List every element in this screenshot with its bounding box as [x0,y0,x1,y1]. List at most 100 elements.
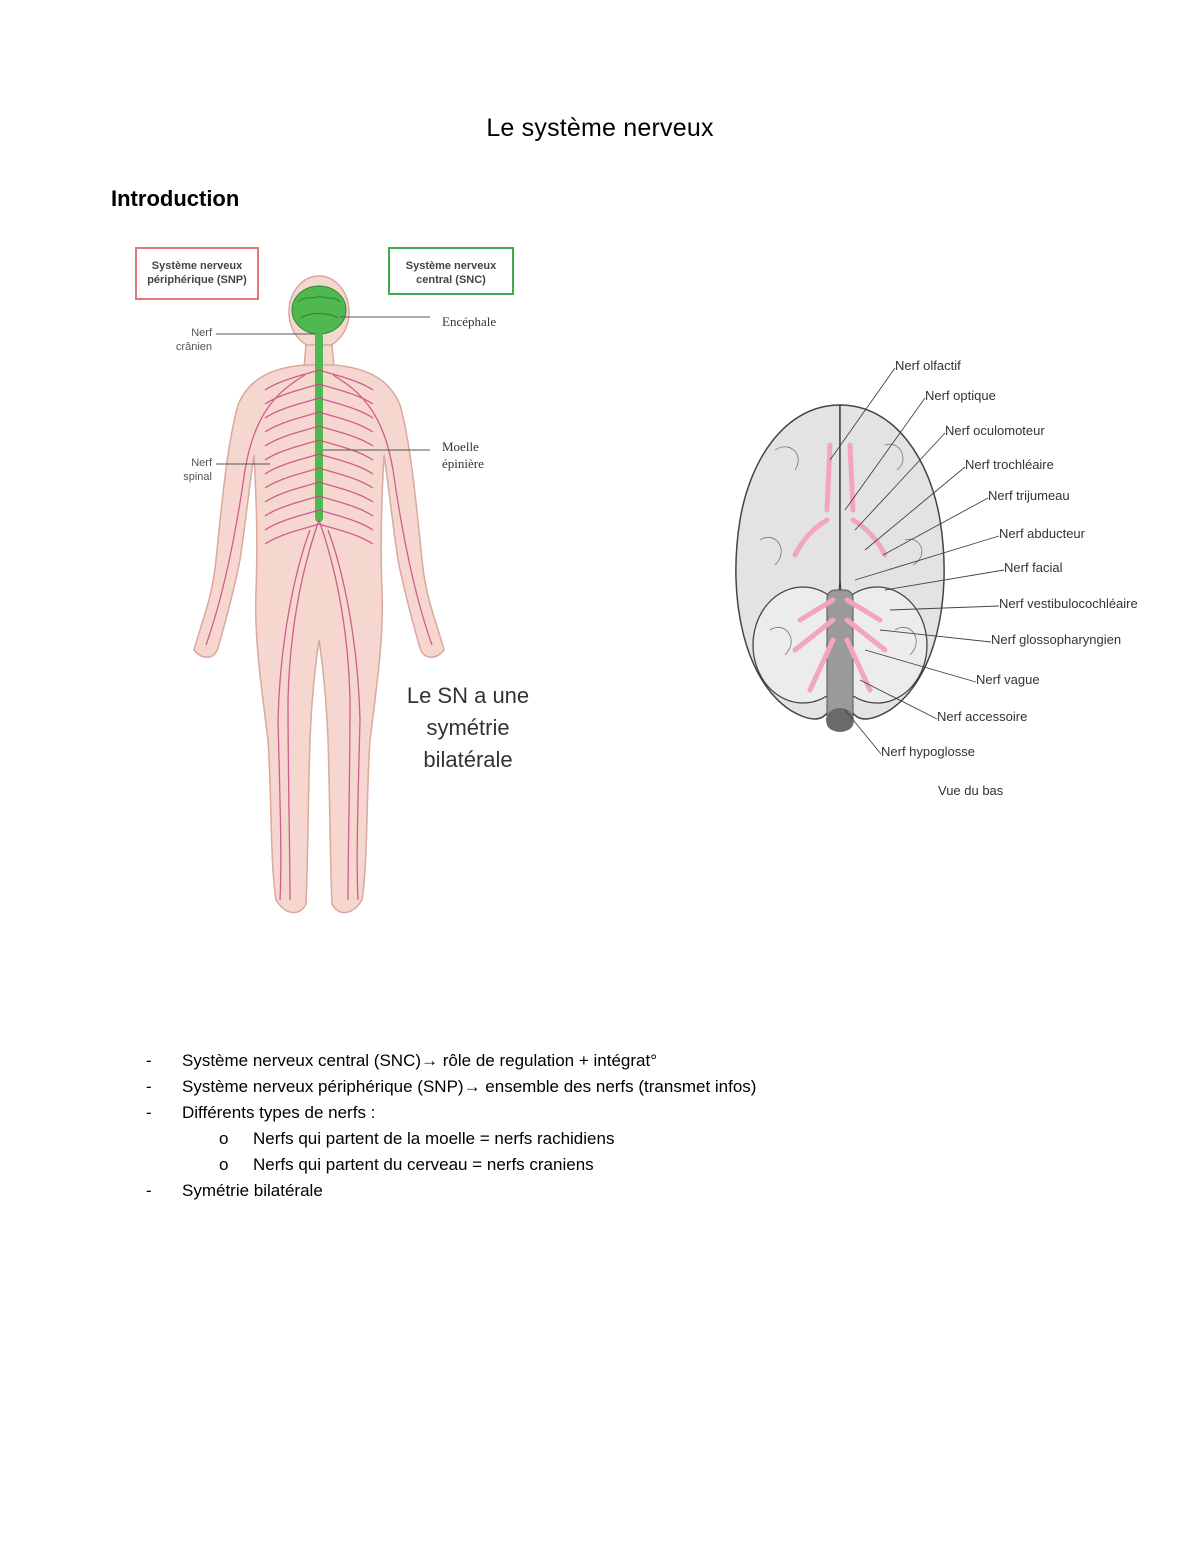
cranial-nerve-label: Nerf oculomoteur [945,423,1045,438]
brain-green [291,285,347,335]
brain-underside-illustration [735,367,1005,755]
cranial-nerve-label: Nerf hypoglosse [881,744,975,759]
leader-lines [216,316,430,465]
label-line: Nerf [191,327,212,339]
nerve-leader-line [864,466,966,551]
nerve-path [264,453,320,475]
cranial-nerve-label: Nerf olfactif [895,358,961,373]
label-line: crânien [175,341,212,353]
list-item-text: Système nerveux périphérique (SNP)→ ense… [182,1077,757,1096]
cranial-nerve-label: Nerf abducteur [999,526,1085,541]
bullet-list: - Système nerveux central (SNC)→ rôle de … [0,1048,1200,1204]
nerve-path [318,369,374,391]
label-moelle: Moelle épinière [442,438,484,472]
list-item: - Système nerveux périphérique (SNP)→ ens… [0,1074,1200,1100]
nerve-leader-line [879,629,992,643]
nerve-path [318,411,374,433]
nerve-path [318,467,374,489]
nerve-leader-line [844,709,882,755]
list-item-text: Nerfs qui partent de la moelle = nerfs r… [253,1129,615,1148]
symmetry-note-line: bilatérale [423,747,513,772]
nerve-path [264,523,320,545]
figure-caption: Vue du bas [938,783,1004,798]
label-nerf-spinal: Nerf spinal [160,456,212,484]
nerve-path [264,509,320,531]
nerve-path [318,425,374,447]
cranial-nerve-label: Nerf facial [1004,560,1063,575]
cranial-nerve-label: Nerf glossopharyngien [991,632,1122,647]
symmetry-note-line: Le SN a une [406,683,530,708]
nerve-path [264,369,320,391]
nerve-path [287,519,320,901]
nerve-path [264,383,320,405]
nerve-leader-line [882,497,989,556]
nerve-leader-line [884,569,1005,591]
nerve-path [327,529,361,901]
snp-label-box: Système nerveux périphérique (SNP) [135,247,259,300]
snc-label-box: Système nerveux central (SNC) [388,247,514,295]
nerve-path [318,383,374,405]
nerve-path [264,425,320,447]
cranial-nerve-label: Nerf vestibulocochléaire [999,596,1138,611]
label-nerf-cranien: Nerf crânien [160,326,212,354]
page-title: Le système nerveux [486,114,714,142]
nerve-path [318,481,374,503]
snp-label-line: Système nerveux [151,260,243,272]
nerve-path [264,411,320,433]
nerve-leader-line [829,367,896,461]
nerve-leader-line [854,535,1000,581]
peripheral-nerves [205,369,433,901]
nervous-system-figure: Système nerveux périphérique (SNP) Systè… [130,240,550,930]
label-line: spinal [183,471,212,483]
nerve-path [318,509,374,531]
nerve-path [318,495,374,517]
nerve-leader-line [864,649,977,683]
snc-label-line: Système nerveux [405,260,497,272]
nerve-leader-line [889,605,1000,611]
nerve-path [264,495,320,517]
spinal-cord-section [826,708,854,732]
label-line: épinière [442,456,484,471]
label-line: Nerf [191,457,212,469]
nerve-leader-line [854,432,946,531]
nerve-path [332,374,433,646]
nerve-path [264,481,320,503]
bullet-marker: - [146,1103,152,1122]
section-heading: Introduction [111,186,240,211]
label-line: Moelle [442,439,479,454]
bullet-marker: o [219,1155,229,1174]
cranial-nerve-label: Nerf accessoire [937,709,1028,724]
list-item-text: Nerfs qui partent du cerveau = nerfs cra… [253,1155,594,1174]
label-encephale: Encéphale [442,314,497,329]
snc-label-line: central (SNC) [416,274,486,286]
list-item: - Système nerveux central (SNC)→ rôle de … [0,1048,1200,1074]
bullet-marker: o [219,1129,229,1148]
nerve-path [277,529,311,901]
nerve-path [318,439,374,461]
list-item-text: Symétrie bilatérale [182,1181,323,1200]
list-item: o Nerfs qui partent de la moelle = nerfs … [0,1126,1200,1152]
brain-folds [759,443,923,656]
list-item-text: Différents types de nerfs : [182,1103,376,1122]
cranial-nerve-label: Nerf vague [976,672,1040,687]
nerve-path [318,397,374,419]
nerve-leader-lines [829,367,1005,755]
symmetry-note-line: symétrie [426,715,510,740]
nerve-path [205,374,306,646]
nerve-path [264,439,320,461]
nerve-path [264,467,320,489]
body-illustration [193,275,445,914]
snp-label-line: périphérique (SNP) [147,274,247,286]
nerve-path [318,523,374,545]
list-item-text: Système nerveux central (SNC)→ rôle de r… [182,1051,657,1070]
nerve-leader-line [859,679,938,720]
list-item: - Symétrie bilatérale [0,1178,1200,1204]
nerve-path [318,453,374,475]
bullet-marker: - [146,1077,152,1096]
bullet-marker: - [146,1181,152,1200]
spinal-cord [315,332,323,522]
list-item: - Différents types de nerfs : [0,1100,1200,1126]
nerve-leader-line [844,397,926,511]
bullet-marker: - [146,1051,152,1070]
